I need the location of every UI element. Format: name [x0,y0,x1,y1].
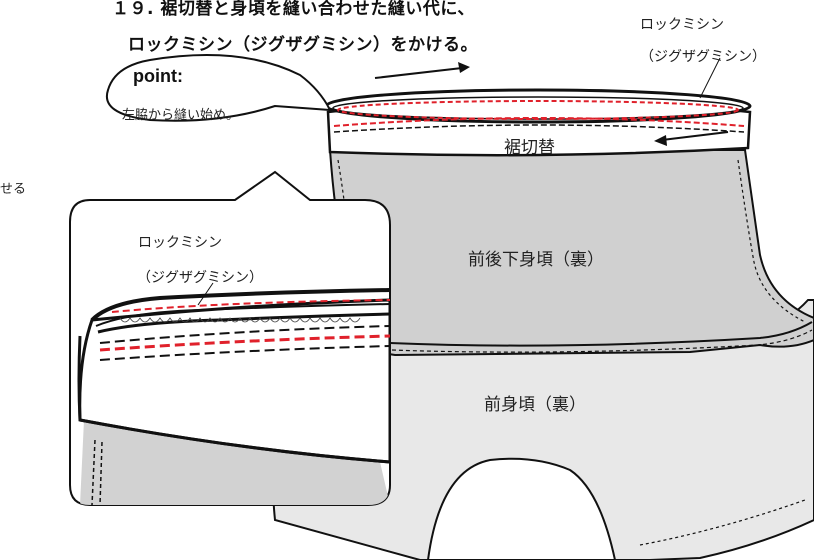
lock-label-top: ロックミシン [640,17,724,33]
seam-band [389,321,813,347]
crotch-opening [426,457,617,560]
direction-arrow-top [374,67,463,79]
zigzag-label-top: （ジグザグミシン） [640,49,766,65]
back-body-label: 前後下身頃（裏） [468,250,604,270]
direction-arrow-top-head [458,62,470,73]
hem-stitch-red [333,117,745,127]
lock-stitch-main [337,100,739,120]
lock-label-zoom: ロックミシン [138,235,222,251]
point-bubble [105,54,332,122]
hem-stitch-black [333,124,745,133]
zigzag-label-zoom: （ジグザグミシン） [137,270,263,286]
zoom-detail [77,288,390,505]
leader-line-top [699,57,721,99]
seam-band-stitch [391,329,813,353]
zoom-lock-stitch [119,317,361,323]
hem-panel-label: 裾切替 [504,138,555,158]
zoom-black-stitch-1 [99,325,390,344]
point-label: point: [133,66,183,86]
left-cut-text: せる [0,182,27,197]
hem-top-edge [324,88,752,124]
zoom-red-stitch-1 [111,299,390,313]
zoom-red-stitch-2 [99,334,390,352]
side-stitch-right [737,159,806,323]
front-body-label: 前身頃（裏） [484,395,586,415]
step-title-line2: ロックミシン（ジグザグミシン）をかける。 [128,35,478,55]
front-body-stitch [639,499,806,546]
leader-line-zoom [197,282,214,306]
point-text: 左脇から縫い始め。 [122,108,240,123]
zoom-top-edge [90,288,390,322]
direction-arrow-right-head [654,135,667,146]
direction-arrow-right [661,131,729,141]
step-title-line1: １９. 裾切替と身頃を縫い合わせた縫い代に、 [112,0,475,19]
zoom-black-stitch-2 [99,345,390,361]
